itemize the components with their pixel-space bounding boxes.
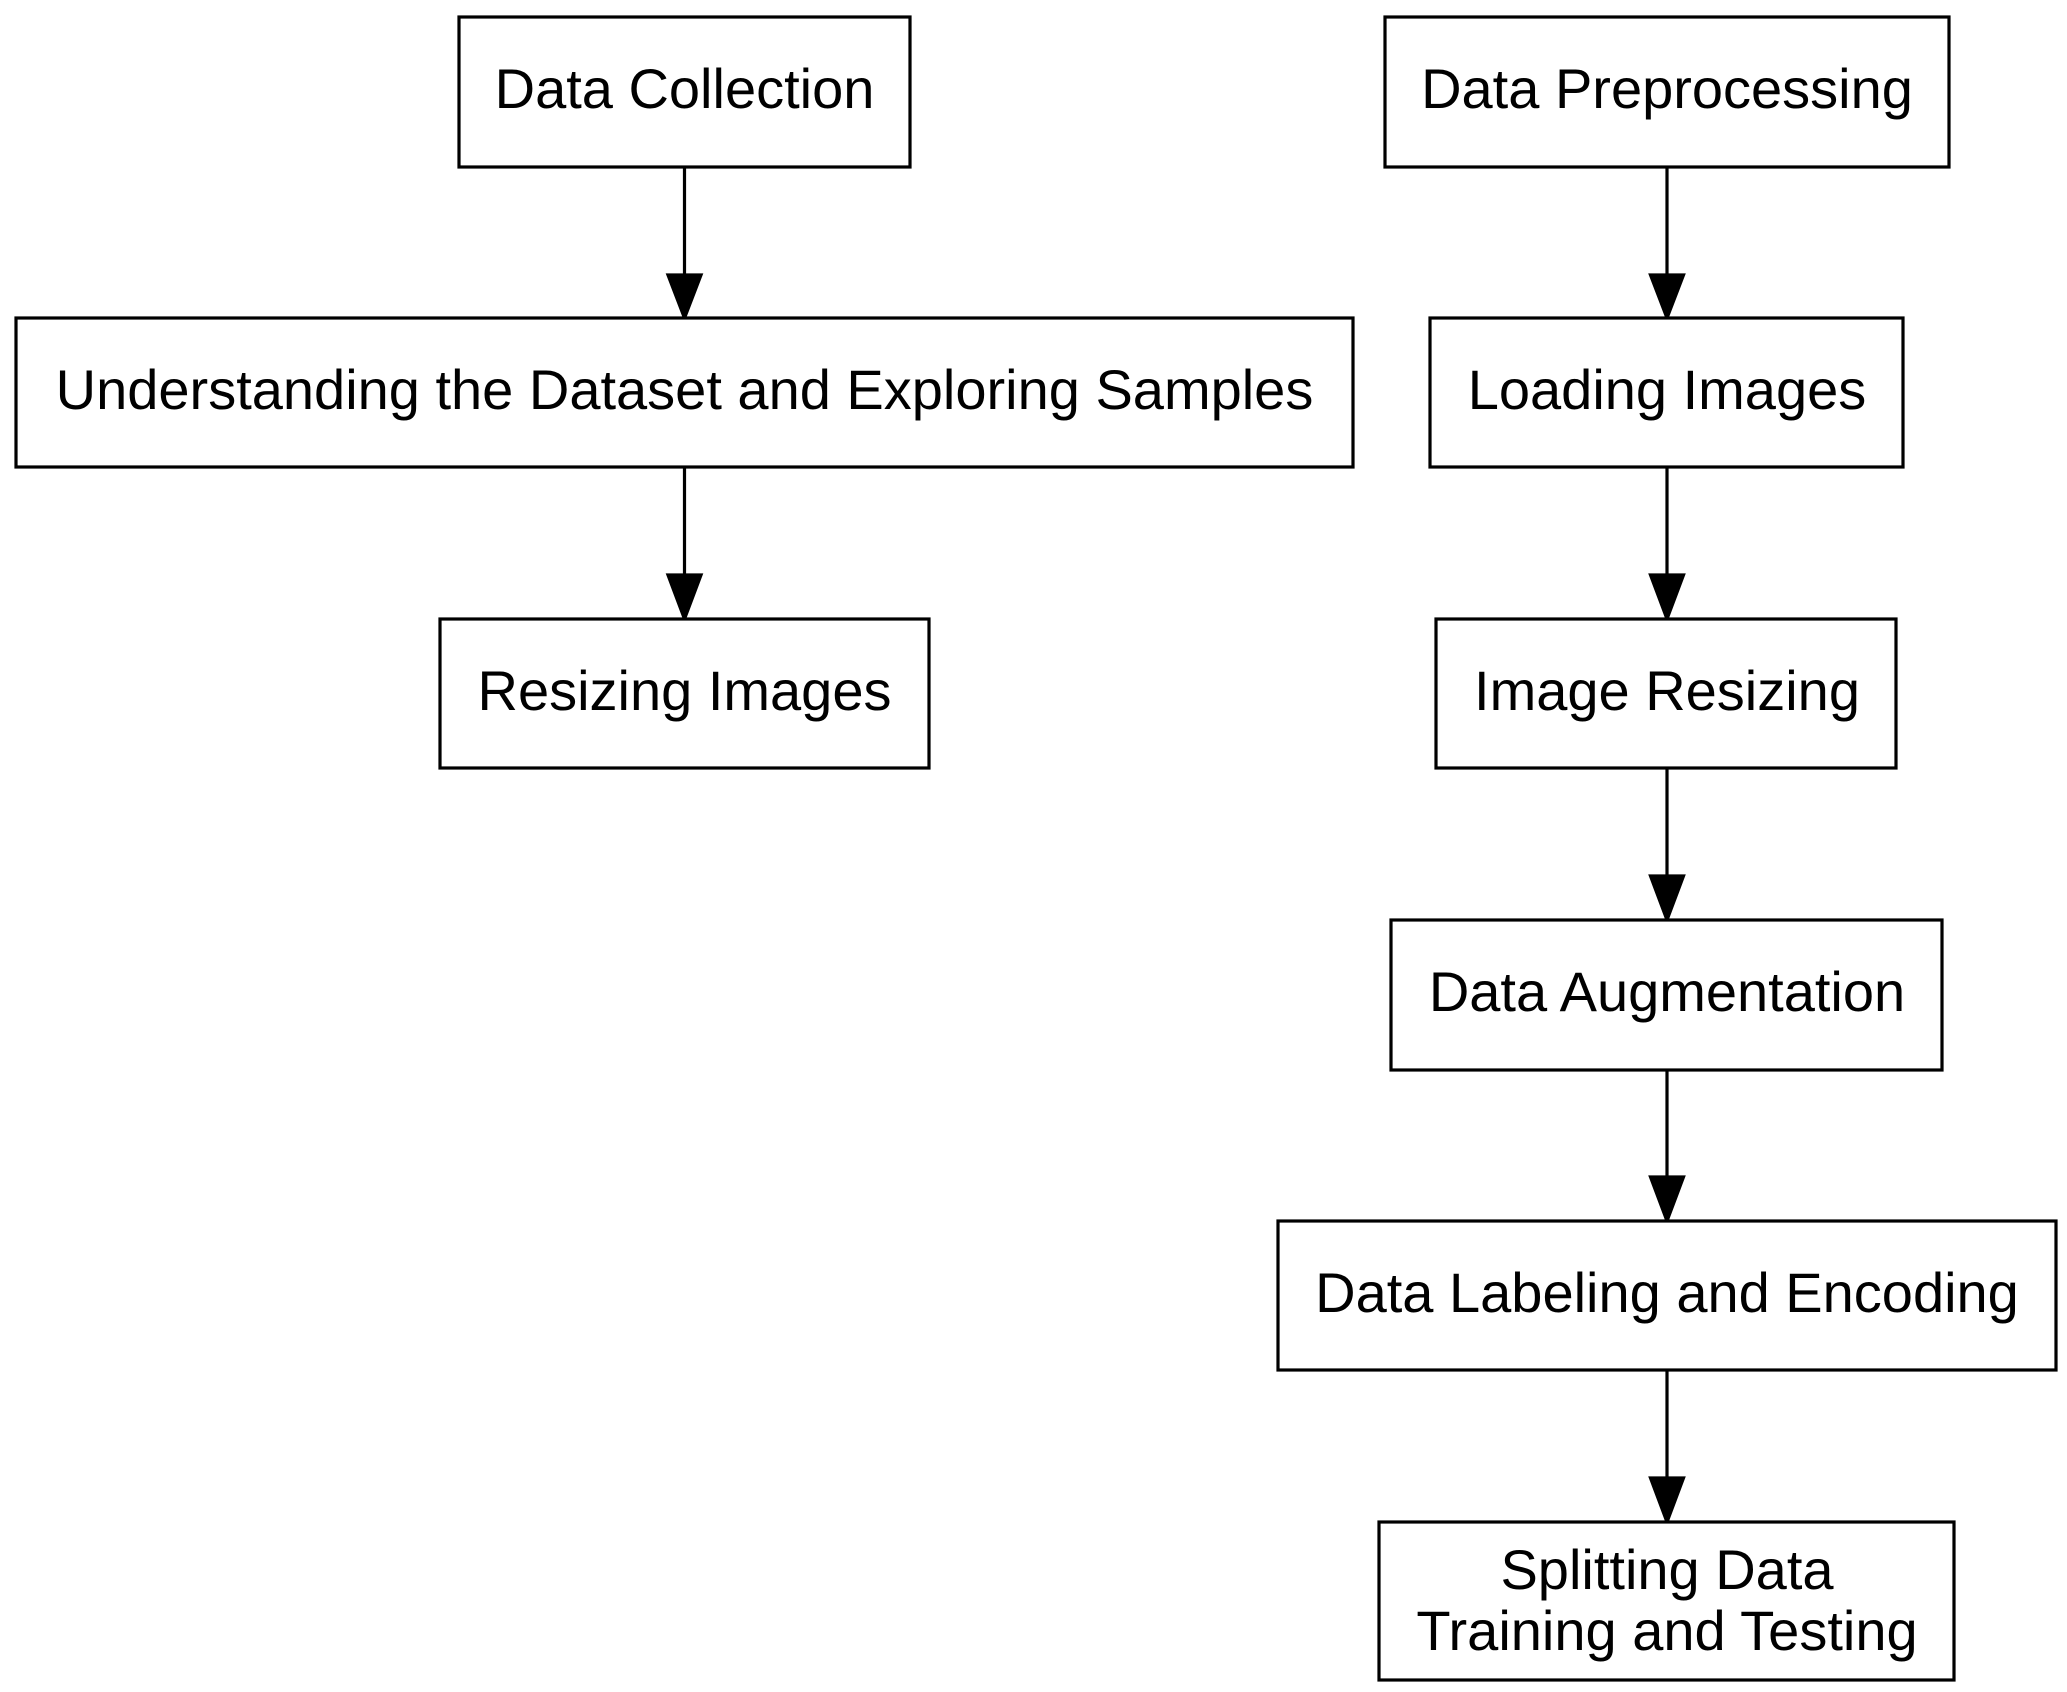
node-resizing-images-box — [438, 617, 931, 770]
node-data-augmentation-label: Data Augmentation — [1429, 960, 1905, 1023]
arrowhead-icon — [1648, 573, 1686, 624]
node-understanding-dataset-box — [14, 316, 1355, 469]
edge-augmentation-to-labeling — [1648, 1070, 1686, 1226]
node-splitting-data-label-line1: Splitting Data — [1500, 1538, 1834, 1601]
edge-data-collection-to-understanding — [665, 167, 704, 323]
node-data-augmentation-box — [1389, 918, 1944, 1072]
node-understanding-dataset: Understanding the Dataset and Exploring … — [14, 316, 1355, 469]
edge-preprocessing-to-loading-images — [1648, 167, 1686, 323]
arrowhead-icon — [1648, 1476, 1686, 1527]
arrowhead-icon — [1648, 1175, 1686, 1226]
node-image-resizing: Image Resizing — [1434, 617, 1898, 770]
node-loading-images: Loading Images — [1428, 316, 1905, 469]
node-data-labeling-encoding: Data Labeling and Encoding — [1276, 1219, 2058, 1372]
node-resizing-images: Resizing Images — [438, 617, 931, 770]
node-data-collection-box — [457, 15, 912, 169]
node-resizing-images-label: Resizing Images — [478, 659, 892, 722]
node-image-resizing-box — [1434, 617, 1898, 770]
node-data-preprocessing-label: Data Preprocessing — [1421, 57, 1913, 120]
node-data-collection-label: Data Collection — [495, 57, 875, 120]
node-data-preprocessing-box — [1383, 15, 1951, 169]
node-splitting-data: Splitting Data Training and Testing — [1377, 1520, 1956, 1682]
node-data-augmentation: Data Augmentation — [1389, 918, 1944, 1072]
node-data-collection: Data Collection — [457, 15, 912, 169]
node-understanding-dataset-label: Understanding the Dataset and Exploring … — [56, 358, 1314, 421]
arrowhead-icon — [665, 273, 704, 323]
node-data-labeling-encoding-box — [1276, 1219, 2058, 1372]
arrowhead-icon — [665, 573, 704, 624]
edge-image-resizing-to-augmentation — [1648, 768, 1686, 925]
arrowhead-icon — [1648, 273, 1686, 323]
arrowhead-icon — [1648, 874, 1686, 925]
node-splitting-data-label-line2: Training and Testing — [1416, 1599, 1917, 1662]
edge-loading-to-image-resizing — [1648, 467, 1686, 624]
node-loading-images-label: Loading Images — [1468, 358, 1867, 421]
edge-understanding-to-resizing-images — [665, 467, 704, 624]
edge-labeling-to-splitting — [1648, 1370, 1686, 1527]
node-data-preprocessing: Data Preprocessing — [1383, 15, 1951, 169]
node-data-labeling-encoding-label: Data Labeling and Encoding — [1315, 1261, 2019, 1324]
node-image-resizing-label: Image Resizing — [1474, 659, 1860, 722]
node-splitting-data-box — [1377, 1520, 1956, 1682]
